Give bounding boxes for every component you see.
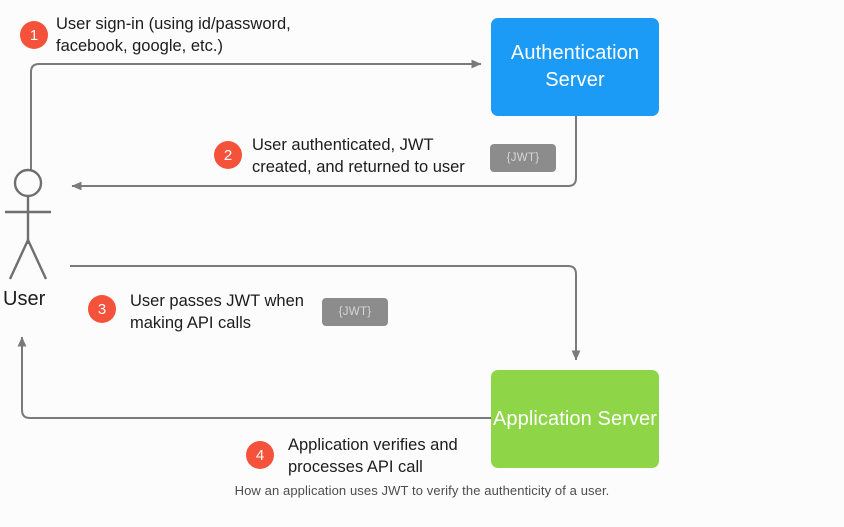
step-label-4: Application verifies and processes API c… — [288, 436, 458, 476]
wire-step-2 — [71, 116, 577, 191]
jwt-token-chip-step-2: {JWT} — [490, 144, 556, 172]
wire-step-4 — [17, 336, 491, 419]
step-label-1: User sign-in (using id/password, faceboo… — [56, 15, 291, 55]
jwt-token-chip-step-3: {JWT} — [322, 298, 388, 326]
authentication-server-node[interactable]: Authentication Server — [491, 18, 659, 116]
step-badge-4: 4 — [246, 441, 274, 469]
step-badge-3: 3 — [88, 295, 116, 323]
user-stick-figure-icon — [5, 168, 51, 280]
step-badge-1: 1 — [20, 21, 48, 49]
step-label-3: User passes JWT when making API calls — [130, 292, 304, 332]
application-server-node[interactable]: Application Server — [491, 370, 659, 468]
step-badge-2: 2 — [214, 141, 242, 169]
wire-step-1 — [30, 59, 482, 170]
step-label-2: User authenticated, JWT created, and ret… — [252, 136, 465, 176]
user-label: User — [3, 288, 46, 310]
wire-step-3 — [70, 265, 581, 361]
figure-caption: How an application uses JWT to verify th… — [234, 483, 610, 498]
